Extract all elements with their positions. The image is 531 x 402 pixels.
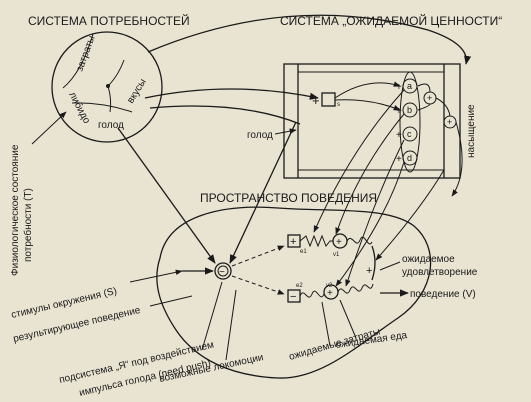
left-plus-a: +	[396, 82, 402, 93]
arc-a-down	[313, 89, 405, 233]
resulting-pointer	[149, 295, 193, 307]
node-b: b	[407, 105, 412, 115]
subsystem-minus: −	[219, 267, 225, 278]
hunger-arrow	[274, 128, 297, 135]
left-plus-d: +	[396, 154, 402, 165]
arc-d-down	[335, 161, 405, 287]
satisfaction-pointer	[379, 261, 401, 271]
hunger-to-subsystem	[117, 127, 216, 264]
dashed-arrow-upper	[231, 245, 285, 267]
satisfaction-label: удовлетворение	[402, 267, 478, 278]
needs-lower-arc	[149, 105, 301, 125]
hunger-arrow-label: голод	[247, 130, 273, 141]
expected-label: ожидаемое	[402, 254, 455, 265]
lower-e2: e2	[296, 283, 303, 289]
needs-circle: затраты либидо вкусы голод	[51, 31, 163, 143]
upper-v1: v1	[333, 252, 340, 258]
expected-value-box: + s a b c d + + + + + +	[283, 63, 463, 197]
locomotion-pointer	[225, 289, 237, 361]
behavior-space-outline	[156, 206, 432, 379]
box-s-subscript: s	[337, 102, 340, 108]
upper-node-plus: +	[336, 237, 342, 248]
needs-tastes-label: вкусы	[125, 77, 149, 106]
food-pointer	[339, 299, 357, 339]
needs-hunger-label: голод	[98, 120, 124, 131]
box-to-subsystem	[229, 121, 297, 264]
left-plus-b: +	[396, 106, 402, 117]
subsystem-pointer	[201, 281, 223, 351]
box-plus-sign: +	[312, 93, 320, 108]
behavior-space-title: ПРОСТРАНСТВО ПОВЕДЕНИЯ	[200, 191, 377, 205]
satisfaction-link	[371, 245, 376, 281]
node-c: c	[407, 129, 412, 139]
needs-to-expected-arc	[147, 14, 472, 65]
node-d: d	[407, 153, 412, 163]
upper-e1: e1	[300, 249, 307, 255]
physio-state-label: Физиологическое состояние	[10, 144, 21, 276]
node-a: a	[407, 81, 412, 91]
upper-box-plus: +	[290, 236, 296, 248]
needs-libido-label: либидо	[66, 90, 93, 126]
center-plus: +	[366, 265, 372, 277]
needs-hunger-to-box-arc	[144, 88, 319, 100]
behavior-V-label: поведение (V)	[410, 289, 476, 300]
costs-pointer	[321, 301, 331, 347]
subsystem-node	[214, 262, 232, 280]
expected-value-system-title: СИСТЕМА „ОЖИДАЕМОЙ ЦЕННОСТИ“	[280, 13, 502, 28]
need-T-label: потребности (T)	[22, 188, 34, 262]
saturation-label: насыщение	[466, 104, 477, 158]
lower-box-minus: −	[290, 291, 296, 303]
physio-arrow	[31, 111, 67, 145]
lower-v2: v2	[326, 283, 333, 289]
dashed-arrow-lower	[231, 275, 285, 295]
needs-system-title: СИСТЕМА ПОТРЕБНОСТЕЙ	[28, 13, 190, 28]
right-plus-1: +	[427, 93, 432, 103]
lower-node-plus: +	[327, 288, 333, 299]
arc-c-down	[345, 139, 405, 287]
stimuli-pointer	[129, 269, 183, 283]
arc-b-down	[335, 113, 405, 235]
right-plus-2: +	[447, 117, 452, 127]
left-plus-c: +	[396, 130, 402, 141]
arc-right-down	[375, 169, 445, 261]
